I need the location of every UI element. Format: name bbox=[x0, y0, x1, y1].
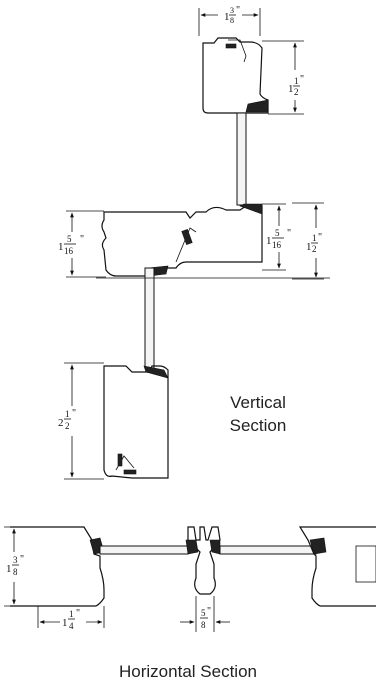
dim-top-height-unit: " bbox=[300, 74, 304, 85]
dim-top-width-whole: 1 bbox=[224, 11, 230, 23]
dim-horiz-width-whole: 1 bbox=[62, 617, 68, 629]
horizontal-right-stile bbox=[298, 526, 376, 607]
dim-top-height-den: 2 bbox=[294, 87, 299, 97]
dim-top-height-num: 1 bbox=[294, 76, 299, 86]
dim-mid-inner-unit: " bbox=[287, 228, 291, 239]
dim-horiz-height-num: 3 bbox=[13, 555, 18, 565]
dim-bottom-height-num: 1 bbox=[65, 409, 70, 419]
vertical-section-label-line2: Section bbox=[230, 416, 287, 435]
dimension-top-width: 1 3 8 " bbox=[198, 4, 261, 36]
dim-bottom-height-unit: " bbox=[72, 408, 76, 419]
glazing-clip bbox=[123, 469, 137, 475]
dim-horiz-height-whole: 1 bbox=[6, 563, 12, 575]
dim-mid-right-den: 2 bbox=[312, 244, 317, 254]
sealant-bead bbox=[309, 537, 327, 555]
dimension-middle-inner: 1 5 16 " bbox=[262, 203, 296, 271]
sealant-bead bbox=[239, 203, 263, 215]
dimension-mullion-width: 5 8 " bbox=[180, 596, 230, 636]
glazing-clip bbox=[225, 43, 237, 49]
dim-top-width-num: 3 bbox=[230, 6, 234, 15]
glazing-clip bbox=[181, 229, 193, 245]
dimension-middle-left: 1 5 16 " bbox=[56, 210, 106, 278]
sealant-bead bbox=[143, 365, 169, 379]
dim-mid-left-whole: 1 bbox=[58, 241, 64, 253]
dim-top-height-whole: 1 bbox=[288, 83, 294, 95]
dim-mid-left-unit: " bbox=[80, 234, 84, 245]
dim-mid-left-den: 16 bbox=[64, 246, 74, 256]
dim-bottom-height-whole: 2 bbox=[58, 417, 64, 429]
dim-mullion-width-den: 8 bbox=[201, 620, 206, 630]
vertical-section-label-line1: Vertical bbox=[230, 393, 286, 412]
glass-pane-left bbox=[99, 545, 189, 555]
glass-pane-upper bbox=[236, 112, 247, 206]
dimension-top-height: 1 1 2 " bbox=[262, 40, 306, 115]
sealant-bead bbox=[185, 539, 199, 555]
dim-mid-right-whole: 1 bbox=[306, 241, 312, 253]
dim-bottom-height-den: 2 bbox=[65, 421, 70, 431]
dim-mid-right-unit: " bbox=[318, 232, 322, 243]
dimension-horizontal-width: 1 1 4 " bbox=[37, 606, 105, 636]
top-rail-profile bbox=[202, 37, 269, 114]
dim-horiz-height-den: 8 bbox=[13, 567, 18, 577]
dimension-bottom-height: 2 1 2 " bbox=[56, 362, 104, 480]
dim-top-width-unit: " bbox=[236, 5, 240, 16]
dim-horiz-height-unit: " bbox=[20, 554, 24, 565]
dim-mullion-width-num: 5 bbox=[201, 608, 206, 618]
dim-horiz-width-num: 1 bbox=[69, 609, 74, 619]
sealant-bead bbox=[209, 539, 221, 555]
horizontal-mullion bbox=[185, 526, 221, 595]
dim-mid-inner-den: 16 bbox=[272, 240, 282, 250]
dim-horiz-width-den: 4 bbox=[69, 621, 74, 631]
glazing-clip bbox=[117, 453, 123, 467]
dim-mid-inner-num: 5 bbox=[275, 228, 280, 238]
dim-horiz-width-unit: " bbox=[76, 608, 80, 619]
glass-pane-lower bbox=[144, 267, 155, 369]
dim-top-width-den: 8 bbox=[230, 16, 234, 25]
sealant-bead bbox=[245, 99, 269, 113]
dim-mid-right-num: 1 bbox=[312, 233, 317, 243]
glass-pane-right bbox=[219, 545, 317, 555]
dimension-horizontal-height: 1 3 8 " bbox=[4, 526, 28, 607]
dim-mid-left-num: 5 bbox=[67, 234, 72, 244]
bottom-rail-profile bbox=[103, 365, 169, 479]
middle-rail-profile bbox=[101, 203, 263, 277]
dimension-middle-right: 1 1 2 " bbox=[292, 202, 326, 280]
dim-mid-inner-whole: 1 bbox=[266, 235, 272, 247]
dim-mullion-width-unit: " bbox=[207, 606, 211, 617]
horizontal-section-label: Horizontal Section bbox=[119, 662, 257, 681]
